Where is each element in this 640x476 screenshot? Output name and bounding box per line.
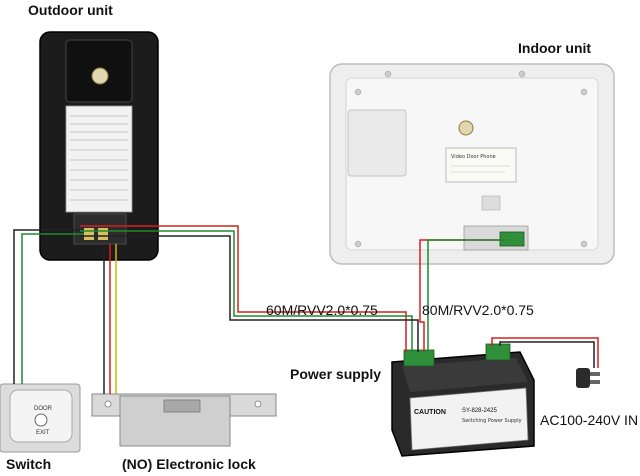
camera-badge-icon [91, 67, 109, 85]
indoor-rating-plate [445, 147, 517, 183]
wires [13, 225, 599, 394]
outdoor-label-sticker [65, 105, 133, 213]
indoor-unit: Video Door Phone [329, 63, 615, 265]
power-supply-unit: CAUTION SY-828-2425 Switching Power Supp… [391, 343, 535, 457]
electronic-lock [91, 393, 277, 447]
wire-switch-2 [21, 233, 84, 384]
wire-black-outdoor [80, 235, 419, 352]
psu-caution-text: CAUTION [414, 409, 446, 416]
wire-green-indoor [427, 239, 508, 352]
key-icon [34, 413, 48, 427]
outdoor-unit-label: Outdoor unit [28, 2, 113, 18]
psu-output-terminal [403, 349, 435, 367]
cable-outdoor-label: 60M/RVV2.0*0.75 [266, 302, 378, 318]
indoor-badge-icon [458, 120, 474, 136]
ac-plug-icon [576, 368, 600, 388]
psu-type-text: Switching Power Supply [462, 418, 522, 424]
indoor-plate-title: Video Door Phone [451, 154, 496, 160]
outdoor-unit [39, 31, 159, 261]
psu-input-terminal [485, 343, 511, 361]
switch-exit-text: EXIT [36, 430, 50, 436]
switch-door-text: DOOR [34, 406, 53, 412]
cable-indoor-label: 80M/RVV2.0*0.75 [422, 302, 534, 318]
ac-input-label: AC100-240V IN [540, 412, 639, 428]
wire-ac-black [499, 341, 595, 368]
indoor-unit-label: Indoor unit [518, 40, 592, 56]
psu-label [409, 387, 529, 451]
indoor-green-terminal [499, 231, 525, 247]
wire-red-outdoor [80, 225, 407, 352]
power-supply-label: Power supply [290, 366, 382, 382]
psu-model-text: SY-828-2425 [462, 408, 497, 414]
wire-ac-red [491, 337, 599, 368]
exit-switch: DOOR EXIT [0, 383, 81, 453]
switch-label: Switch [6, 456, 52, 472]
wire-green-outdoor [80, 230, 413, 352]
wire-switch-1 [13, 229, 80, 384]
electronic-lock-label: (NO) Electronic lock [122, 456, 256, 472]
